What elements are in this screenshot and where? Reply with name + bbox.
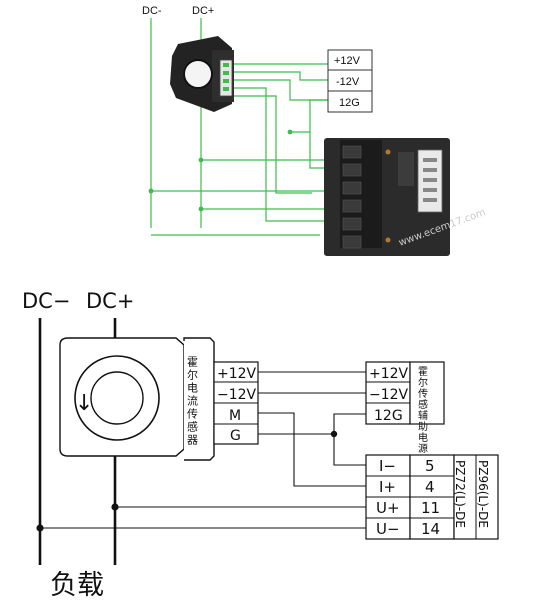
- meter-model-pz72: PZ72(L)-DE: [453, 460, 467, 528]
- photo-dc-minus-label: DC-: [142, 5, 162, 17]
- schematic-junctions: [36, 430, 338, 532]
- meter-terminal-5: 5: [425, 457, 435, 475]
- photo-section: DC- DC+: [142, 5, 450, 256]
- sensor-pin-plus12v: +12V: [217, 366, 257, 382]
- meter-terminal-11: 11: [421, 499, 440, 517]
- sensor-pin-m: M: [229, 408, 241, 424]
- photo-supply-12g: 12G: [339, 97, 360, 109]
- photo-supply-plus12v: +12V: [334, 55, 361, 67]
- load-label: 负载: [50, 570, 104, 601]
- aux-supply-name: 霍尔传感辅助电源: [416, 366, 428, 454]
- sensor-pin-minus12v: −12V: [217, 387, 257, 403]
- meter-model-pz96: PZ96(L)-DE: [476, 460, 490, 528]
- aux-pin-minus12v: −12V: [369, 387, 409, 403]
- photo-supply-box: +12V -12V 12G: [327, 49, 373, 113]
- aux-supply-box: +12V −12V 12G 霍尔传感辅助电源: [365, 361, 445, 454]
- meter-terminal-box: I− I+ U+ U− 5 4 11 14 PZ72(L)-DE PZ96(L)…: [365, 454, 499, 540]
- schematic-section: DC− DC+ ↓ 霍尔电流传感器 +12V −12V M G: [22, 289, 499, 601]
- meter-signal-i-minus: I−: [379, 457, 396, 475]
- sensor-pin-g: G: [230, 428, 241, 444]
- photo-meter-back: [324, 138, 450, 256]
- sensor-pin-box: +12V −12V M G: [213, 361, 259, 445]
- schematic-dc-plus-label: DC+: [86, 289, 134, 313]
- schematic-hall-sensor: ↓ 霍尔电流传感器: [59, 337, 215, 461]
- meter-signal-u-minus: U−: [376, 520, 400, 538]
- photo-supply-minus12v: -12V: [336, 76, 360, 88]
- aux-pin-plus12v: +12V: [369, 366, 409, 382]
- meter-signal-i-plus: I+: [379, 478, 396, 496]
- photo-wire-junctions: [148, 129, 293, 212]
- hall-sensor-name: 霍尔电流传感器: [186, 356, 199, 447]
- meter-signal-u-plus: U+: [376, 499, 400, 517]
- schematic-dc-minus-label: DC−: [22, 289, 70, 313]
- meter-terminal-4: 4: [425, 478, 435, 496]
- photo-hall-sensor: [170, 36, 234, 112]
- photo-dc-plus-label: DC+: [192, 5, 214, 17]
- aux-pin-12g: 12G: [374, 408, 403, 424]
- meter-terminal-14: 14: [421, 520, 440, 538]
- current-direction-arrow: ↓: [75, 391, 93, 416]
- schematic-wires: [40, 371, 366, 529]
